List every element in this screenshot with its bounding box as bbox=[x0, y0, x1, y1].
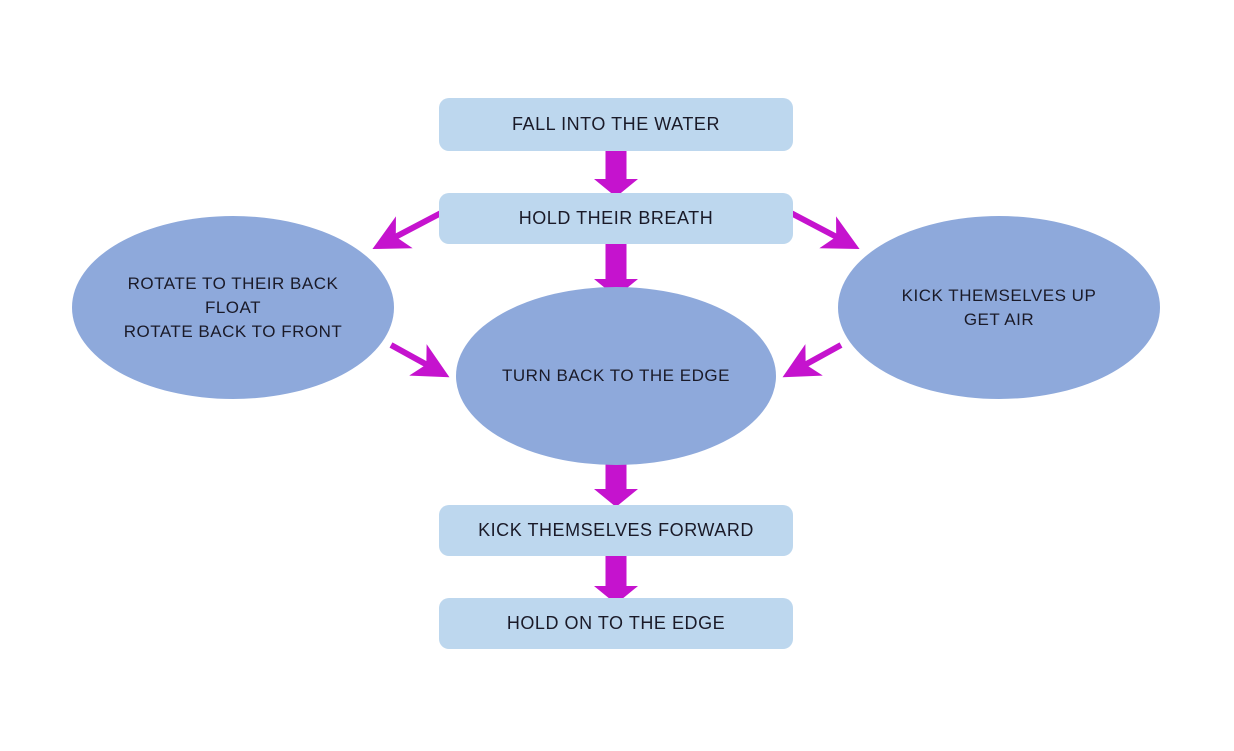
node-kick-themselves-forward: KICK THEMSELVES FORWARD bbox=[439, 505, 793, 556]
arrow-fall-to-breath bbox=[594, 150, 638, 197]
node-label-line: ROTATE TO THEIR BACK bbox=[127, 273, 339, 293]
node-label-line: FLOAT bbox=[204, 297, 262, 317]
node-label-line: KICK THEMSELVES UP bbox=[901, 285, 1097, 305]
node-label: TURN BACK TO THE EDGE bbox=[502, 366, 730, 385]
node-label: FALL INTO THE WATER bbox=[512, 114, 720, 134]
arrow-breath-to-kickup bbox=[789, 210, 860, 250]
node-hold-their-breath: HOLD THEIR BREATH bbox=[439, 193, 793, 244]
arrow-kickforward-to-holdedge bbox=[594, 555, 638, 604]
node-turn-back-to-edge: TURN BACK TO THE EDGE bbox=[456, 287, 776, 465]
arrow-breath-to-rotate bbox=[372, 210, 443, 250]
node-label-line: ROTATE BACK TO FRONT bbox=[123, 321, 343, 341]
arrow-kickup-to-turn bbox=[782, 342, 843, 378]
node-label: HOLD THEIR BREATH bbox=[518, 208, 714, 228]
arrow-rotate-to-turn bbox=[389, 342, 450, 378]
arrow-turn-to-kickforward bbox=[594, 462, 638, 507]
node-kick-themselves-up: KICK THEMSELVES UP GET AIR bbox=[838, 216, 1160, 399]
node-label: KICK THEMSELVES FORWARD bbox=[478, 520, 754, 540]
node-label-line: GET AIR bbox=[963, 309, 1035, 329]
node-hold-on-to-edge: HOLD ON TO THE EDGE bbox=[439, 598, 793, 649]
node-fall-into-water: FALL INTO THE WATER bbox=[439, 98, 793, 151]
node-label: HOLD ON TO THE EDGE bbox=[506, 613, 726, 633]
arrow-breath-to-turn bbox=[594, 243, 638, 297]
node-rotate-float: ROTATE TO THEIR BACK FLOAT ROTATE BACK T… bbox=[72, 216, 394, 399]
